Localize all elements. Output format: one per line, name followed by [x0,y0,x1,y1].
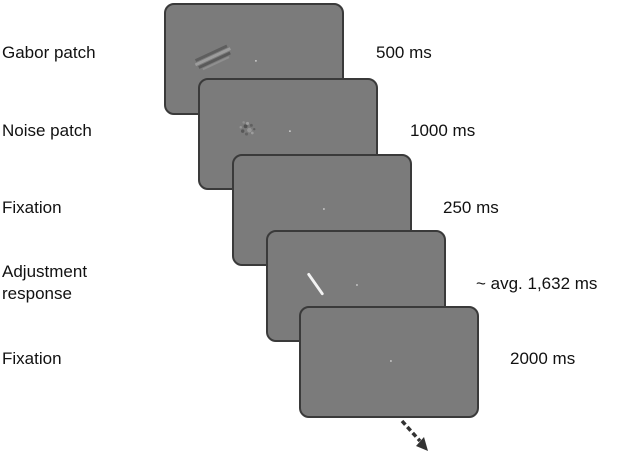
screen-fixation-2 [299,306,479,418]
fixation-stimulus [323,208,325,210]
dashed-arrow-down-right-icon [400,419,428,451]
stage-label-noise-patch: Noise patch [2,121,92,140]
duration-fixation-1: 250 ms [443,198,499,217]
fixation-dot [289,130,291,132]
adjustment-line-stimulus [307,272,358,296]
duration-fixation-2: 2000 ms [510,349,576,368]
noise-patch-stimulus [239,121,291,136]
stage-label-adjustment-response: Adjustment response [2,262,88,303]
gabor-patch-stimulus [194,44,257,71]
fixation-stimulus [390,360,392,362]
orientation-line [307,272,324,296]
fixation-dot [323,208,325,210]
fixation-dot [356,284,358,286]
stage-label-fixation-2: Fixation [2,349,62,368]
duration-noise-patch: 1000 ms [410,121,476,140]
fixation-dot [255,60,257,62]
duration-adjustment-response: ~ avg. 1,632 ms [476,274,598,293]
duration-gabor-patch: 500 ms [376,43,432,62]
stage-label-fixation-1: Fixation [2,198,62,217]
stage-label-gabor-patch: Gabor patch [2,43,96,62]
fixation-dot [390,360,392,362]
